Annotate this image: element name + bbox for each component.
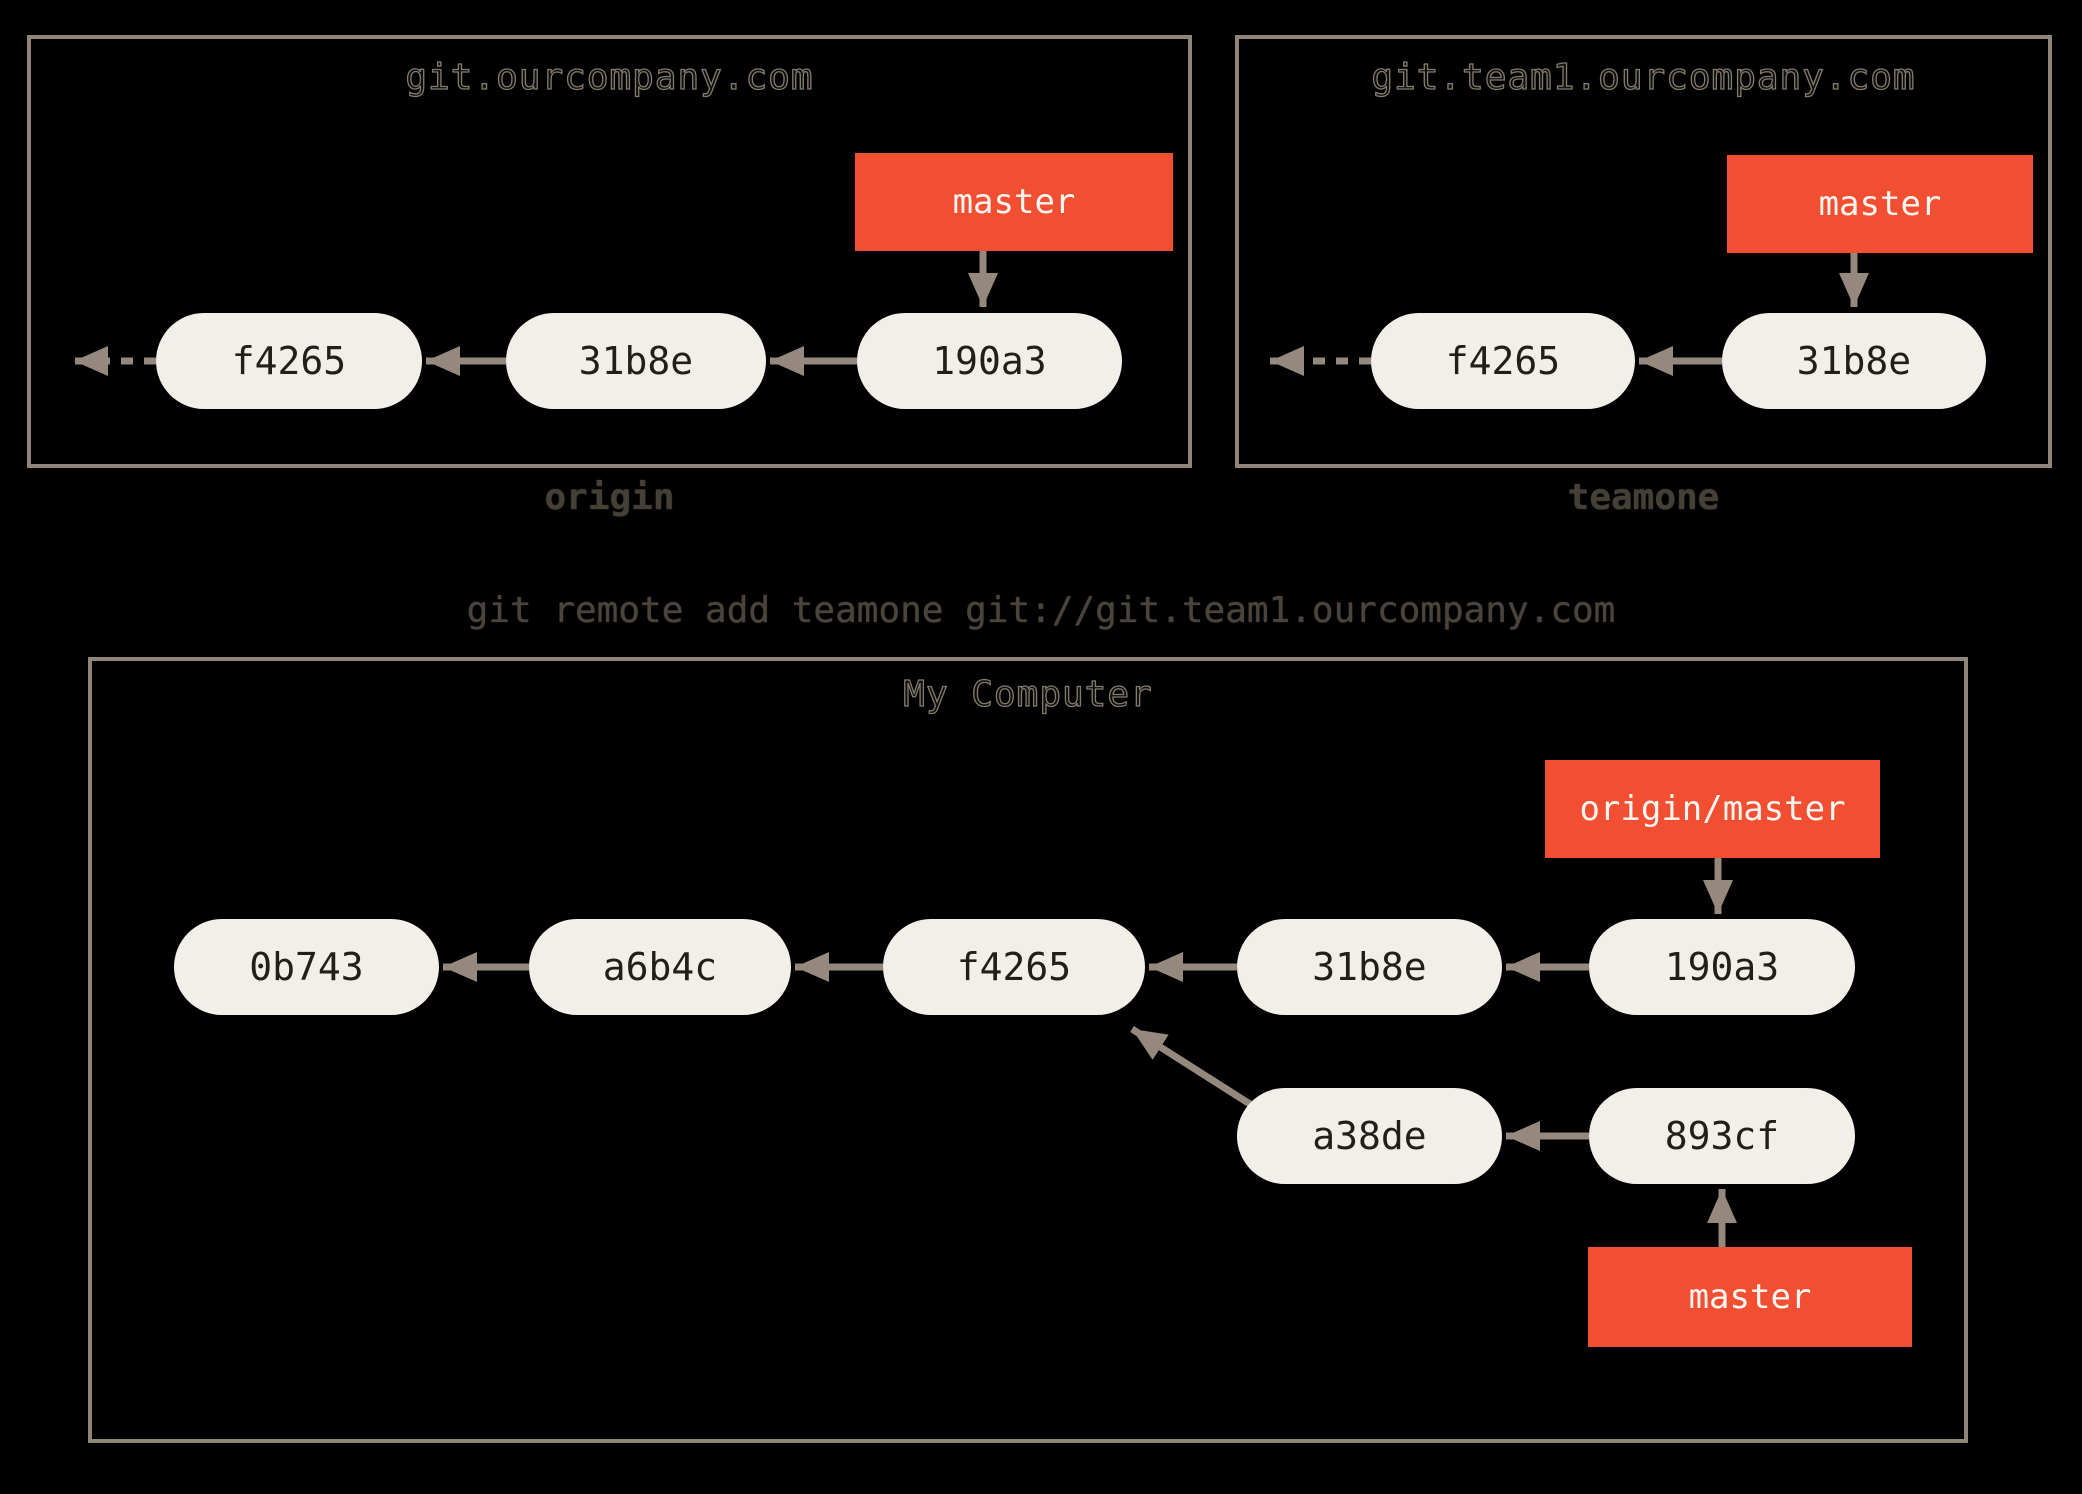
local-commit-f4265: f4265 (883, 919, 1145, 1015)
local-commit-a6b4c: a6b4c (529, 919, 791, 1015)
remote-origin-name: origin (544, 477, 675, 518)
local-commit-190a3: 190a3 (1589, 919, 1855, 1015)
remote-origin-title: git.ourcompany.com (405, 56, 814, 98)
teamone-commit-f4265: f4265 (1371, 313, 1635, 409)
git-command-text: git remote add teamone git://git.team1.o… (466, 590, 1616, 631)
origin-commit-31b8e: 31b8e (506, 313, 766, 409)
origin-commit-f4265: f4265 (156, 313, 422, 409)
origin-commit-190a3: 190a3 (857, 313, 1122, 409)
local-commit-893cf: 893cf (1589, 1088, 1855, 1184)
local-commit-0b743: 0b743 (174, 919, 439, 1015)
origin-master-branch-label: master (855, 153, 1173, 251)
remote-teamone-title: git.team1.ourcompany.com (1371, 56, 1916, 98)
my-computer-title: My Computer (903, 673, 1153, 715)
local-commit-31b8e: 31b8e (1237, 919, 1502, 1015)
remote-teamone-name: teamone (1567, 477, 1720, 518)
origin-master-remote-tracking-label: origin/master (1545, 760, 1880, 858)
remote-teamone-frame (1235, 35, 2052, 468)
my-computer-frame (88, 657, 1968, 1443)
local-master-branch-label: master (1588, 1247, 1912, 1347)
local-commit-a38de: a38de (1237, 1088, 1502, 1184)
remote-origin-frame (27, 35, 1192, 468)
teamone-master-branch-label: master (1727, 155, 2033, 253)
teamone-commit-31b8e: 31b8e (1722, 313, 1986, 409)
